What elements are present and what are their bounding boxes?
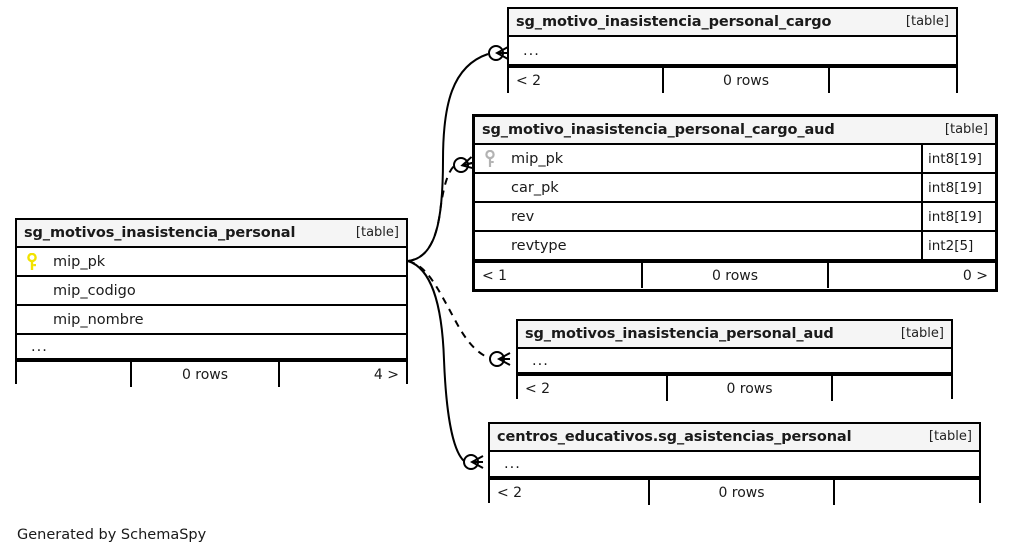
footer-children-count[interactable] xyxy=(835,480,979,505)
column-name: rev xyxy=(511,208,535,225)
column-name: revtype xyxy=(511,237,567,254)
column-name: mip_nombre xyxy=(53,311,144,328)
column-cell: mip_codigo xyxy=(17,277,406,304)
column-cell: ... xyxy=(518,349,951,372)
primary-key-icon xyxy=(25,252,39,271)
footer-parents-count[interactable]: < 2 xyxy=(518,376,668,401)
edge-motivos-to-cargo-aud xyxy=(407,158,472,262)
table-name: sg_motivos_inasistencia_personal_aud xyxy=(525,325,834,342)
more-columns-ellipsis: ... xyxy=(523,42,540,59)
table-row[interactable]: car_pk int8[19] xyxy=(475,174,995,203)
more-columns-ellipsis: ... xyxy=(532,352,549,369)
column-name: mip_pk xyxy=(53,253,106,270)
table-type-tag: [table] xyxy=(905,14,949,29)
column-cell: ... xyxy=(17,335,406,358)
more-columns-ellipsis: ... xyxy=(31,338,48,355)
table-footer: < 2 0 rows xyxy=(490,478,979,505)
column-cell: mip_pk xyxy=(17,248,406,275)
table-title-bar[interactable]: sg_motivos_inasistencia_personal [table] xyxy=(17,220,406,248)
column-cell: mip_nombre xyxy=(17,306,406,333)
table-row[interactable]: rev int8[19] xyxy=(475,203,995,232)
table-title-bar[interactable]: centros_educativos.sg_asistencias_person… xyxy=(490,424,979,452)
table-node-centros-educativos-sg-asistencias-personal[interactable]: centros_educativos.sg_asistencias_person… xyxy=(488,422,981,505)
footer-parents-count[interactable]: < 2 xyxy=(490,480,650,505)
footer-children-count[interactable]: 0 > xyxy=(962,267,988,284)
column-type: int8[19] xyxy=(921,174,995,201)
table-node-sg-motivo-inasistencia-personal-cargo-aud[interactable]: sg_motivo_inasistencia_personal_cargo_au… xyxy=(472,114,998,292)
table-row[interactable]: mip_codigo xyxy=(17,277,406,306)
table-footer: 0 rows 4 > xyxy=(17,360,406,387)
table-row[interactable]: ... xyxy=(509,37,956,66)
column-type: int8[19] xyxy=(921,203,995,230)
column-name: car_pk xyxy=(511,179,559,196)
table-type-tag: [table] xyxy=(355,225,399,240)
key-icon-placeholder xyxy=(483,179,497,197)
key-icon-placeholder xyxy=(25,311,39,329)
table-name: centros_educativos.sg_asistencias_person… xyxy=(497,428,852,445)
more-columns-ellipsis: ... xyxy=(504,456,521,472)
table-row[interactable]: mip_pk int8[19] xyxy=(475,145,995,174)
table-title-bar[interactable]: sg_motivo_inasistencia_personal_cargo_au… xyxy=(475,117,995,145)
table-footer: < 2 0 rows xyxy=(518,374,951,401)
table-footer: < 2 0 rows xyxy=(509,66,956,93)
column-cell: mip_pk xyxy=(475,145,921,172)
footer-children-count[interactable] xyxy=(830,68,956,93)
column-cell: rev xyxy=(475,203,921,230)
table-type-tag: [table] xyxy=(928,429,972,444)
footer-row-count: 0 rows xyxy=(132,362,280,387)
column-cell: revtype xyxy=(475,232,921,259)
table-title-bar[interactable]: sg_motivo_inasistencia_personal_cargo [t… xyxy=(509,9,956,37)
table-row[interactable]: mip_nombre xyxy=(17,306,406,335)
footer-row-count: 0 rows xyxy=(643,263,829,288)
edge-motivos-to-asistencias xyxy=(407,260,482,470)
column-type: int8[19] xyxy=(921,145,995,172)
table-name: sg_motivo_inasistencia_personal_cargo_au… xyxy=(482,121,835,138)
table-row[interactable]: ... xyxy=(17,335,406,360)
secondary-key-icon xyxy=(483,149,497,168)
column-type: int2[5] xyxy=(921,232,995,259)
table-name: sg_motivos_inasistencia_personal xyxy=(24,224,296,241)
table-type-tag: [table] xyxy=(944,122,988,137)
key-icon-placeholder xyxy=(25,282,39,300)
column-cell: ... xyxy=(509,37,956,64)
table-node-sg-motivo-inasistencia-personal-cargo[interactable]: sg_motivo_inasistencia_personal_cargo [t… xyxy=(507,7,958,93)
footer-parents-count[interactable]: < 1 xyxy=(475,263,643,288)
generated-by-label: Generated by SchemaSpy xyxy=(17,527,207,543)
footer-row-count: 0 rows xyxy=(664,68,830,93)
table-footer: < 1 0 rows 0 > xyxy=(475,261,995,288)
footer-children-count[interactable]: 4 > xyxy=(373,366,399,383)
footer-parents-count[interactable]: < 2 xyxy=(509,68,664,93)
column-cell: ... xyxy=(490,452,979,476)
footer-row-count: 0 rows xyxy=(668,376,833,401)
footer-parents-count[interactable] xyxy=(17,362,132,387)
table-row[interactable]: ... xyxy=(490,452,979,478)
column-cell: car_pk xyxy=(475,174,921,201)
table-name: sg_motivo_inasistencia_personal_cargo xyxy=(516,13,832,30)
key-icon-placeholder xyxy=(483,208,497,226)
table-row[interactable]: revtype int2[5] xyxy=(475,232,995,261)
footer-row-count: 0 rows xyxy=(650,480,835,505)
column-name: mip_pk xyxy=(511,150,564,167)
table-node-sg-motivos-inasistencia-personal[interactable]: sg_motivos_inasistencia_personal [table]… xyxy=(15,218,408,387)
table-type-tag: [table] xyxy=(900,326,944,341)
table-title-bar[interactable]: sg_motivos_inasistencia_personal_aud [ta… xyxy=(518,321,951,349)
key-icon-placeholder xyxy=(483,237,497,255)
table-node-sg-motivos-inasistencia-personal-aud[interactable]: sg_motivos_inasistencia_personal_aud [ta… xyxy=(516,319,953,401)
column-name: mip_codigo xyxy=(53,282,136,299)
table-row[interactable]: mip_pk xyxy=(17,248,406,277)
footer-children-count[interactable] xyxy=(833,376,951,401)
table-row[interactable]: ... xyxy=(518,349,951,374)
